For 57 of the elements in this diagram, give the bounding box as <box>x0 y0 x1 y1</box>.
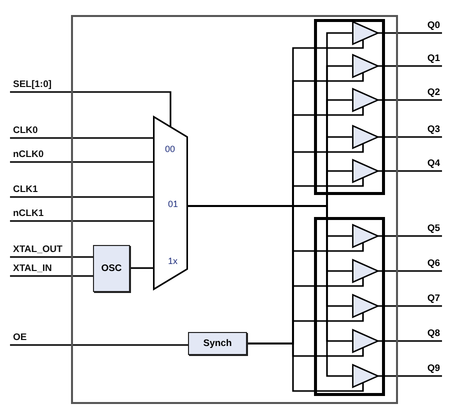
signal-label: CLK0 <box>13 125 38 136</box>
function-block: OSC <box>93 245 130 292</box>
signal-line <box>10 220 153 222</box>
mux-input-label: 01 <box>168 199 178 209</box>
signal-line <box>378 340 442 342</box>
buffer-triangle <box>352 88 378 112</box>
signal-line <box>10 256 93 258</box>
signal-line <box>378 375 442 377</box>
output-label: Q9 <box>427 363 440 374</box>
output-label: Q8 <box>427 328 440 339</box>
signal-line <box>378 99 442 101</box>
buffer-triangle <box>352 54 378 78</box>
signal-label: XTAL_IN <box>13 263 52 274</box>
output-label: Q5 <box>427 223 440 234</box>
signal-line <box>378 270 442 272</box>
buffer-triangle <box>352 125 378 149</box>
buffer-group-frame <box>314 19 385 195</box>
signal-line <box>378 32 442 34</box>
signal-line <box>10 196 153 198</box>
buffer-triangle <box>352 364 378 388</box>
buffer-triangle <box>352 329 378 353</box>
mux-input-label: 1x <box>168 256 178 266</box>
function-block: Synch <box>188 332 247 355</box>
signal-label: SEL[1:0] <box>13 79 52 90</box>
signal-line <box>378 235 442 237</box>
output-label: Q1 <box>427 53 440 64</box>
signal-line <box>378 305 442 307</box>
output-label: Q2 <box>427 87 440 98</box>
signal-line <box>130 267 153 269</box>
buffer-triangle <box>352 259 378 283</box>
multiplexer <box>153 116 188 290</box>
buffer-group-frame <box>314 217 385 396</box>
output-label: Q0 <box>427 20 440 31</box>
signal-label: OE <box>13 332 27 343</box>
mux-input-label: 00 <box>165 144 176 154</box>
signal-line <box>10 275 93 277</box>
signal-label: nCLK0 <box>13 149 44 160</box>
signal-label: CLK1 <box>13 184 38 195</box>
signal-line <box>188 205 352 377</box>
signal-line <box>378 170 442 172</box>
buffer-triangle <box>352 159 378 183</box>
signal-label: nCLK1 <box>13 208 44 219</box>
buffer-triangle <box>352 21 378 45</box>
signal-line <box>378 136 442 138</box>
buffer-triangle <box>352 224 378 248</box>
output-label: Q3 <box>427 124 440 135</box>
signal-line <box>10 137 153 139</box>
signal-line <box>10 344 188 346</box>
signal-line <box>10 91 172 126</box>
chip-outline <box>71 15 398 404</box>
output-label: Q6 <box>427 258 440 269</box>
signal-label: XTAL_OUT <box>13 244 62 255</box>
buffer-triangle <box>352 294 378 318</box>
output-label: Q7 <box>427 293 440 304</box>
signal-line <box>378 65 442 67</box>
signal-line <box>10 161 153 163</box>
output-label: Q4 <box>427 158 440 169</box>
